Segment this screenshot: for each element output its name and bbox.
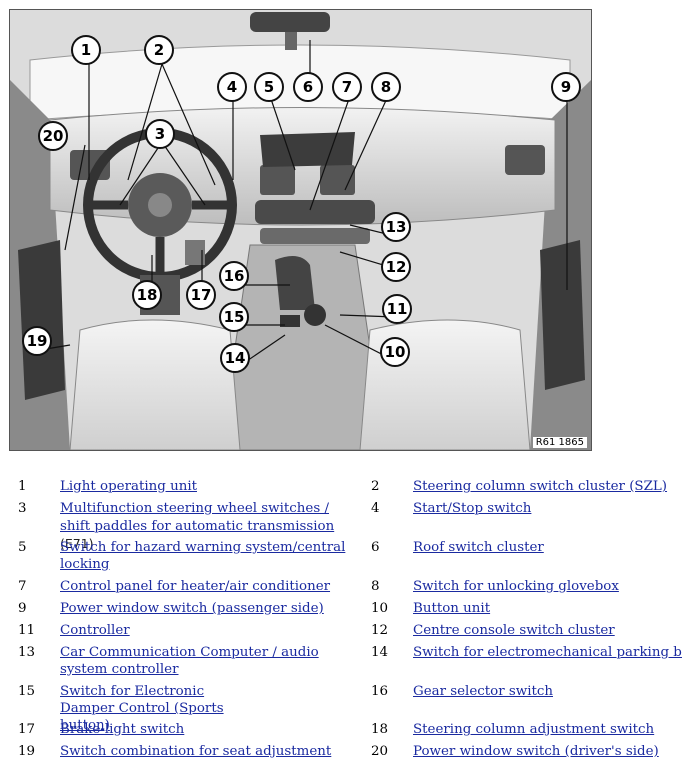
legend-suffix: (E71) [60,536,94,551]
legend-link[interactable]: Power window switch (passenger side) [60,601,324,616]
legend-number: 14 [371,645,389,660]
legend-link[interactable]: Switch combination for seat adjustment [60,744,332,759]
legend-link[interactable]: Steering column switch cluster (SZL) [413,479,668,494]
callout-5: 5 [254,72,284,102]
legend-link[interactable]: Control panel for heater/air conditioner [60,579,331,594]
legend-number: 10 [371,601,389,616]
dashboard-illustration: 1 2 3 4 5 6 7 8 9 10 11 12 13 14 15 16 1… [9,9,592,451]
legend-link[interactable]: Switch for Electronic Damper Control (Sp… [60,684,224,733]
legend-link[interactable]: Switch for unlocking glovebox [413,579,619,594]
callout-18: 18 [132,280,162,310]
legend-number: 5 [18,540,27,555]
legend-number: 13 [18,645,36,660]
legend-link[interactable]: Centre console switch cluster [413,623,615,638]
legend-link[interactable]: Brake-light switch [60,722,185,737]
callout-12: 12 [381,252,411,282]
callout-6: 6 [293,72,323,102]
callout-17: 17 [186,280,216,310]
callout-1: 1 [71,35,101,65]
legend-number: 12 [371,623,389,638]
legend-number: 4 [371,501,380,516]
legend-number: 2 [371,479,380,494]
legend-number: 11 [18,623,36,638]
figure-reference: R61 1865 [532,437,587,448]
callout-3: 3 [145,119,175,149]
legend-link[interactable]: Controller [60,623,130,638]
legend-number: 18 [371,722,389,737]
callout-7: 7 [332,72,362,102]
callout-15: 15 [219,302,249,332]
callout-11: 11 [382,294,412,324]
legend-number: 8 [371,579,380,594]
callout-19: 19 [22,326,52,356]
legend-number: 15 [18,684,36,699]
legend-number: 9 [18,601,27,616]
legend-link[interactable]: Multifunction steering wheel switches / … [60,501,335,534]
legend-link[interactable]: Switch for electromechanical parking bra… [413,645,682,660]
legend-link[interactable]: Power window switch (driver's side) [413,744,659,759]
legend-number: 19 [18,744,36,759]
legend-link[interactable]: Gear selector switch [413,684,553,699]
legend-number: 16 [371,684,389,699]
callout-4: 4 [217,72,247,102]
legend-link[interactable]: Steering column adjustment switch [413,722,655,737]
callout-16: 16 [219,261,249,291]
callout-14: 14 [220,343,250,373]
legend-number: 3 [18,501,27,516]
callout-2: 2 [144,35,174,65]
legend-link[interactable]: Switch for hazard warning system/central… [60,540,346,572]
legend-link[interactable]: Roof switch cluster [413,540,544,555]
callout-8: 8 [371,72,401,102]
legend-number: 6 [371,540,380,555]
legend-number: 17 [18,722,36,737]
legend-number: 20 [371,744,389,759]
legend-link[interactable]: Button unit [413,601,491,616]
callout-20: 20 [38,121,68,151]
legend-link[interactable]: Light operating unit [60,479,197,494]
legend-link[interactable]: Start/Stop switch [413,501,532,516]
callout-13: 13 [381,212,411,242]
legend-number: 1 [18,479,27,494]
callout-9: 9 [551,72,581,102]
legend-link[interactable]: Car Communication Computer / audio syste… [60,645,319,677]
callout-10: 10 [380,337,410,367]
legend-number: 7 [18,579,27,594]
